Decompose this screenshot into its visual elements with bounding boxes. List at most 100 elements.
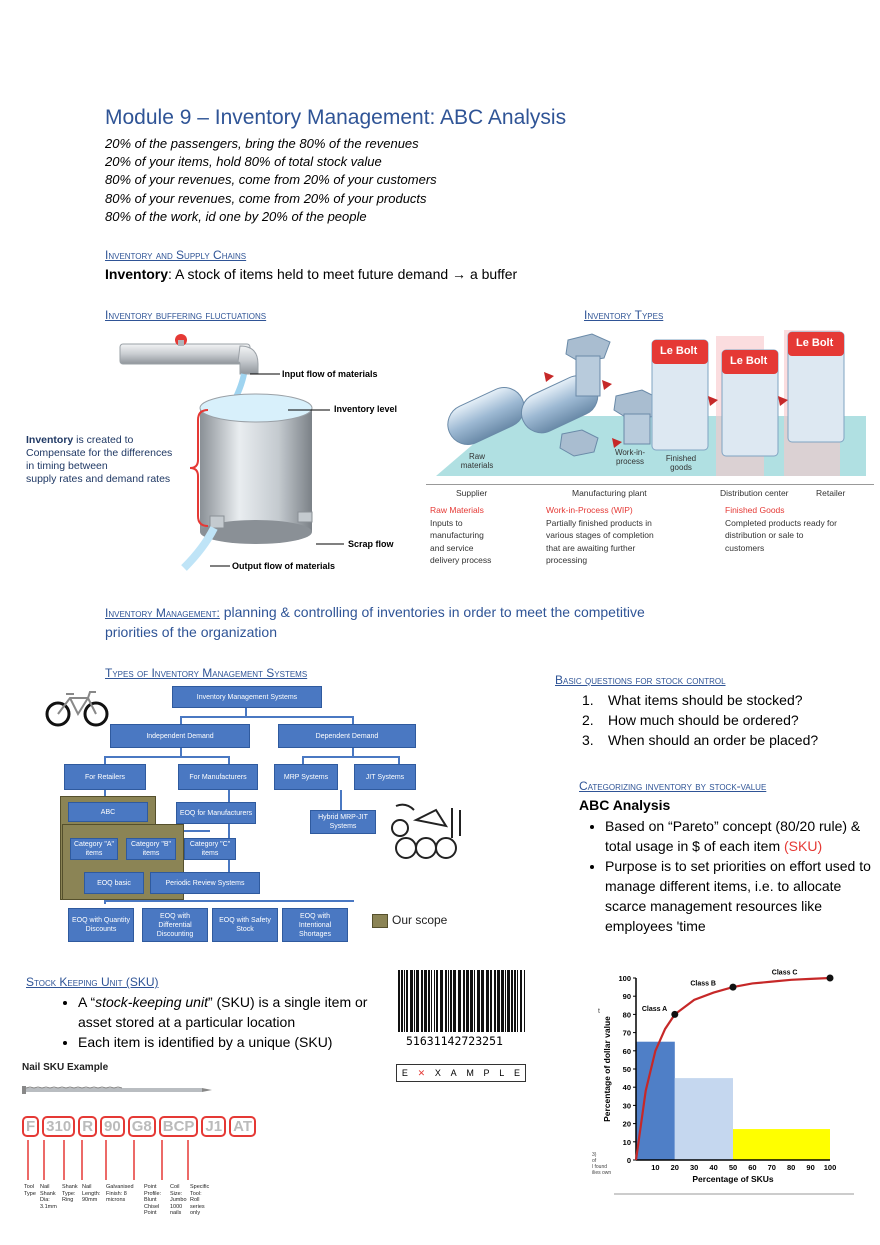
x-tick-label: 60 bbox=[748, 1163, 756, 1172]
barcode-bar bbox=[470, 970, 473, 1032]
barcode-bar bbox=[497, 970, 500, 1032]
management-text: planning & controlling of inventories in… bbox=[219, 604, 645, 620]
finished-goods-title: Finished Goods bbox=[725, 505, 785, 515]
output-flow-label: Output flow of materials bbox=[232, 561, 336, 571]
node-eoq-differential: EOQ with Differential Discounting bbox=[142, 908, 208, 942]
nail-label: Specific Tool: Roll series only bbox=[190, 1184, 210, 1216]
desc-line: delivery process bbox=[430, 555, 492, 565]
y-tick-label: 100 bbox=[618, 974, 631, 983]
stage-distribution: Distribution center bbox=[720, 488, 789, 498]
x-tick-label: 100 bbox=[824, 1163, 837, 1172]
code-part: J1 bbox=[201, 1116, 227, 1137]
tank-note-line: supply rates and demand rates bbox=[26, 473, 171, 485]
input-flow-label: Input flow of materials bbox=[282, 369, 378, 379]
question-item: 2.How much should be ordered? bbox=[582, 712, 799, 728]
abc-bullet: Based on “Pareto” concept (80/20 rule) &… bbox=[605, 816, 873, 856]
code-part: 90 bbox=[100, 1116, 125, 1137]
barcode-bar bbox=[434, 970, 435, 1032]
barcode-bar bbox=[436, 970, 438, 1032]
brand-label: Le Bolt bbox=[730, 355, 768, 367]
class-label: Class A bbox=[642, 1006, 667, 1013]
bicycle-icon bbox=[45, 691, 109, 727]
code-part: R bbox=[78, 1116, 98, 1137]
example-letter: L bbox=[499, 1068, 505, 1078]
barcode-bar bbox=[401, 970, 403, 1032]
barcode-bar bbox=[404, 970, 405, 1032]
barcode-bar bbox=[507, 970, 510, 1032]
desc-line: that are awaiting further bbox=[546, 542, 636, 553]
barcode-bar bbox=[421, 970, 423, 1032]
chart-bar bbox=[636, 1041, 675, 1160]
barcode-bar bbox=[453, 970, 456, 1032]
example-letter: E bbox=[514, 1068, 521, 1078]
node-eoq-basic: EOQ basic bbox=[84, 872, 144, 894]
intro-list: 20% of the passengers, bring the 80% of … bbox=[105, 135, 437, 226]
finished-goods-label: Finished goods bbox=[665, 454, 697, 472]
questions-heading: Basic questions for stock control bbox=[555, 673, 726, 687]
tank-note: Inventory is created to Compensate for t… bbox=[26, 434, 172, 486]
wip-title: Work-in-Process (WIP) bbox=[546, 505, 633, 515]
tank-svg bbox=[119, 334, 344, 571]
side-fragment: 3) bbox=[592, 1152, 597, 1158]
y-tick-label: 10 bbox=[623, 1138, 631, 1147]
inventory-types-illustration: Le Bolt Le Bolt Le Bolt Raw materials Wo… bbox=[426, 326, 874, 574]
scrap-flow-label: Scrap flow bbox=[348, 539, 394, 549]
desc-line: processing bbox=[546, 555, 588, 565]
management-text-2: priorities of the organization bbox=[105, 624, 277, 640]
inventory-definition: Inventory: A stock of items held to meet… bbox=[105, 264, 517, 284]
desc-line: manufacturing bbox=[430, 530, 484, 540]
tank-note-term: Inventory bbox=[26, 434, 74, 446]
x-tick-label: 40 bbox=[709, 1163, 717, 1172]
barcode-bar bbox=[445, 970, 447, 1032]
y-tick-label: 50 bbox=[623, 1065, 631, 1074]
code-part: G8 bbox=[127, 1116, 156, 1137]
intro-line: 80% of the work, id one by 20% of the pe… bbox=[105, 208, 367, 224]
barcode-bar bbox=[424, 970, 427, 1032]
management-definition: Inventory Management: planning & control… bbox=[105, 602, 645, 623]
buffering-heading: Inventory buffering fluctuations bbox=[105, 308, 267, 322]
class-label: Class B bbox=[690, 980, 716, 987]
x-tick-label: 20 bbox=[671, 1163, 679, 1172]
barcode-bar bbox=[398, 970, 400, 1032]
chart-bar bbox=[733, 1129, 830, 1160]
inventory-term: Inventory bbox=[105, 266, 169, 282]
y-tick-label: 90 bbox=[623, 992, 631, 1001]
code-part: AT bbox=[229, 1116, 256, 1137]
barcode-bar bbox=[440, 970, 443, 1032]
barcode-bar bbox=[520, 970, 522, 1032]
nail-label: Nail Shank Dia: 3.1mm bbox=[40, 1184, 57, 1210]
barcode-example-box: E ✕ X A M P L E bbox=[396, 1064, 526, 1082]
desc-line: Completed products ready for bbox=[725, 517, 837, 528]
nail-label: Galvanised Finish: 8 microns bbox=[106, 1184, 134, 1203]
brand-label: Le Bolt bbox=[660, 345, 698, 357]
node-root: Inventory Management Systems bbox=[172, 686, 322, 708]
categorizing-heading: Categorizing inventory by stock-value bbox=[579, 779, 767, 793]
desc-line: distribution or sale to bbox=[725, 530, 804, 540]
desc-line: Inputs to bbox=[430, 517, 463, 528]
y-tick-label: 0 bbox=[627, 1156, 631, 1165]
node-hybrid: Hybrid MRP-JIT Systems bbox=[310, 810, 376, 834]
nail-leader-lines bbox=[27, 1140, 189, 1180]
y-tick-label: 80 bbox=[623, 1010, 631, 1019]
management-heading: Inventory Management: bbox=[105, 606, 220, 620]
barcode-bar bbox=[511, 970, 513, 1032]
barcode-bar bbox=[486, 970, 489, 1032]
x-tick-label: 80 bbox=[787, 1163, 795, 1172]
node-category-a: Category "A" items bbox=[70, 838, 118, 860]
class-boundary-point bbox=[671, 1010, 679, 1018]
barcode-bar bbox=[450, 970, 452, 1032]
nail-icon bbox=[22, 1086, 212, 1094]
code-part: BCP bbox=[158, 1116, 199, 1137]
example-letter: A bbox=[450, 1068, 457, 1078]
node-mrp: MRP Systems bbox=[274, 764, 338, 790]
barcode-bar bbox=[414, 970, 415, 1032]
barcode-bar bbox=[474, 970, 475, 1032]
raw-materials-desc: Raw Materials Inputs to manufacturing an… bbox=[430, 504, 491, 567]
supply-heading: Inventory and Supply Chains bbox=[105, 248, 247, 262]
barcode-bar bbox=[410, 970, 413, 1032]
nail-code: F 310 R 90 G8 BCP J1 AT bbox=[22, 1116, 256, 1137]
tank-note-line: Inventory is created to bbox=[26, 434, 172, 447]
barcode: 51631142723251 E ✕ X A M P L E bbox=[396, 968, 530, 1084]
